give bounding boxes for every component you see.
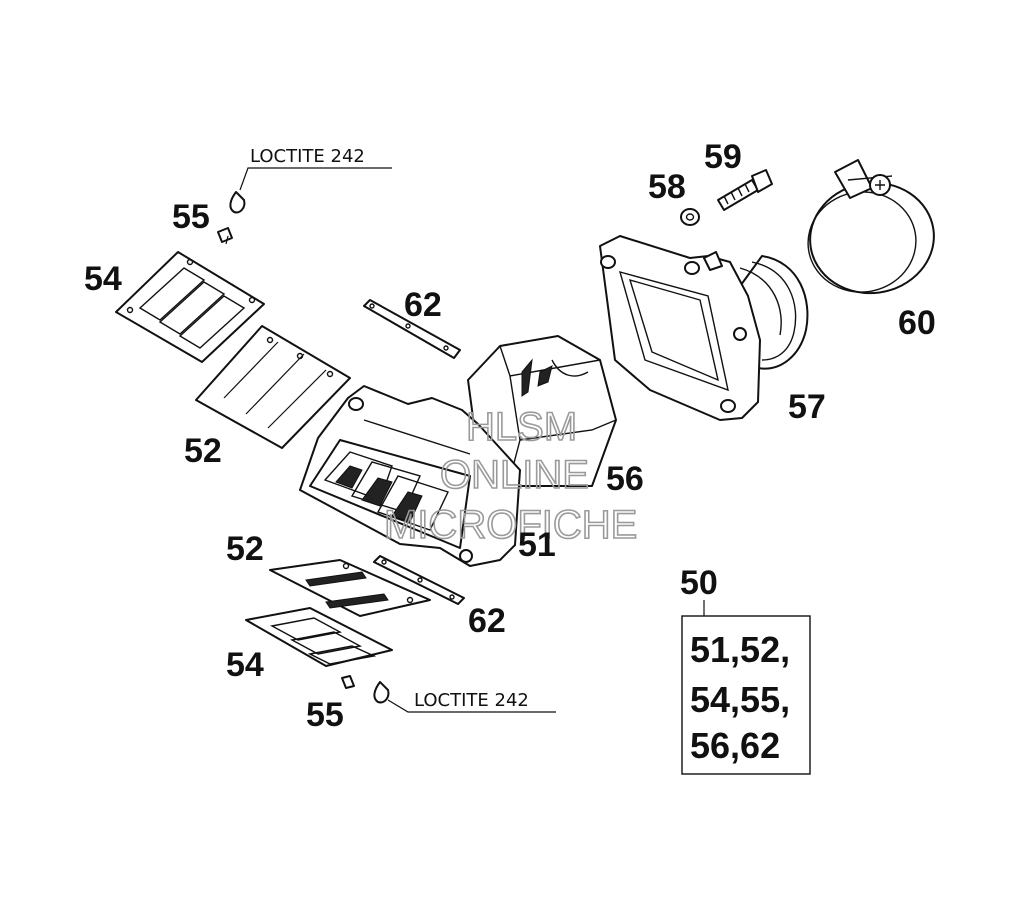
callout-52-top: 52 bbox=[184, 432, 222, 470]
washer-part bbox=[680, 208, 700, 226]
screw-bottom-part bbox=[341, 675, 556, 713]
hose-clamp-part bbox=[807, 159, 935, 295]
reed-plate-bottom-part bbox=[269, 559, 431, 617]
bolt-part bbox=[717, 169, 773, 211]
callout-62-top: 62 bbox=[404, 286, 442, 324]
callout-50: 50 bbox=[680, 564, 718, 602]
callout-52-bottom: 52 bbox=[226, 530, 264, 568]
reed-petal-top-part bbox=[115, 251, 265, 363]
callout-51: 51 bbox=[518, 526, 556, 564]
watermark-line-2: ONLINE bbox=[440, 453, 589, 497]
stopper-strip-bottom-part bbox=[373, 555, 465, 605]
stopper-strip-top-part bbox=[363, 299, 461, 359]
callout-54-bottom: 54 bbox=[226, 646, 264, 684]
callout-55-bottom: 55 bbox=[306, 696, 344, 734]
loctite-note-top: LOCTITE 242 bbox=[250, 146, 365, 167]
watermark-line-1: HLSM bbox=[466, 405, 577, 449]
reed-plate-top-part bbox=[195, 325, 351, 449]
callout-60: 60 bbox=[898, 304, 936, 342]
reed-petal-bottom-part bbox=[245, 607, 393, 667]
kit-box bbox=[681, 600, 811, 775]
callout-62-bottom: 62 bbox=[468, 602, 506, 640]
callout-54-top: 54 bbox=[84, 260, 122, 298]
screw-top-part bbox=[217, 167, 392, 245]
callout-56: 56 bbox=[606, 460, 644, 498]
watermark-line-3: MICROFICHE bbox=[384, 503, 637, 547]
callout-58: 58 bbox=[648, 168, 686, 206]
callout-57: 57 bbox=[788, 388, 826, 426]
intake-flange-part bbox=[599, 235, 809, 421]
kit-box-line-1: 51,52, bbox=[690, 629, 790, 670]
kit-box-line-3: 56,62 bbox=[690, 725, 780, 766]
callout-59: 59 bbox=[704, 138, 742, 176]
callout-55-top: 55 bbox=[172, 198, 210, 236]
reed-block-part bbox=[299, 385, 521, 567]
kit-box-line-2: 54,55, bbox=[690, 679, 790, 720]
loctite-note-bottom: LOCTITE 242 bbox=[414, 690, 529, 711]
